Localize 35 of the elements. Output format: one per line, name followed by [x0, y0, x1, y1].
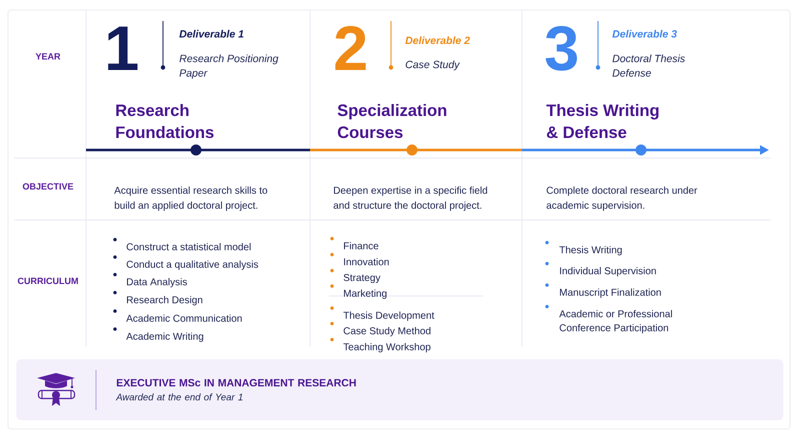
deliverable-title: Deliverable 2 [405, 36, 470, 44]
deliverable-text: Research Positioning Paper [180, 54, 278, 79]
list-item: Finance [344, 242, 378, 250]
list-item: Conduct a qualitative analysis [126, 260, 258, 270]
list-item: Strategy [344, 274, 380, 284]
deliverable-title: Deliverable 1 [179, 30, 244, 38]
phase-heading: Specialization Courses [338, 104, 446, 138]
row-header: OBJECTIVE [22, 183, 74, 190]
award-banner: EXECUTIVE MSc IN MANAGEMENT RESEARCH Awarded at the end of Year 1 [16, 359, 784, 420]
list-item: Case Study Method [344, 327, 430, 336]
row-header: YEAR [36, 53, 60, 60]
list-item: Construct a statistical model [126, 243, 251, 250]
deliverable-text: Case Study [406, 60, 460, 70]
list-item: Academic Writing [126, 332, 204, 342]
list-item: Innovation [344, 258, 389, 266]
year-number: 2 [335, 26, 366, 70]
list-item: Individual Supervision [560, 267, 656, 276]
list-item: Manuscript Finalization [560, 288, 661, 298]
year-number: 3 [546, 26, 577, 71]
list-item: Academic Communication [126, 314, 242, 322]
objective-text: Complete doctoral research under academic supervision. [546, 186, 698, 211]
objective-text: Acquire essential research skills to build an applied doctoral project. [114, 186, 268, 211]
list-item: Research Design [127, 296, 202, 306]
list-item: Data Analysis [127, 278, 187, 288]
row-header: CURRICULUM [18, 278, 78, 284]
deliverable-title: Deliverable 3 [612, 30, 677, 38]
list-item: Academic or Professional Conference Participation [559, 310, 672, 334]
phase-heading: Research Foundations [116, 104, 214, 138]
deliverable-text: Doctoral Thesis Defense [612, 54, 685, 77]
year-number: 1 [108, 26, 138, 70]
list-item: Thesis Writing [559, 246, 622, 256]
objective-text: Deepen expertise in a specific field and structure the doctoral project. [334, 186, 488, 211]
list-item: Marketing [344, 290, 386, 299]
list-item: Thesis Development [343, 312, 434, 321]
phase-heading: Thesis Writing & Defense [546, 104, 658, 138]
